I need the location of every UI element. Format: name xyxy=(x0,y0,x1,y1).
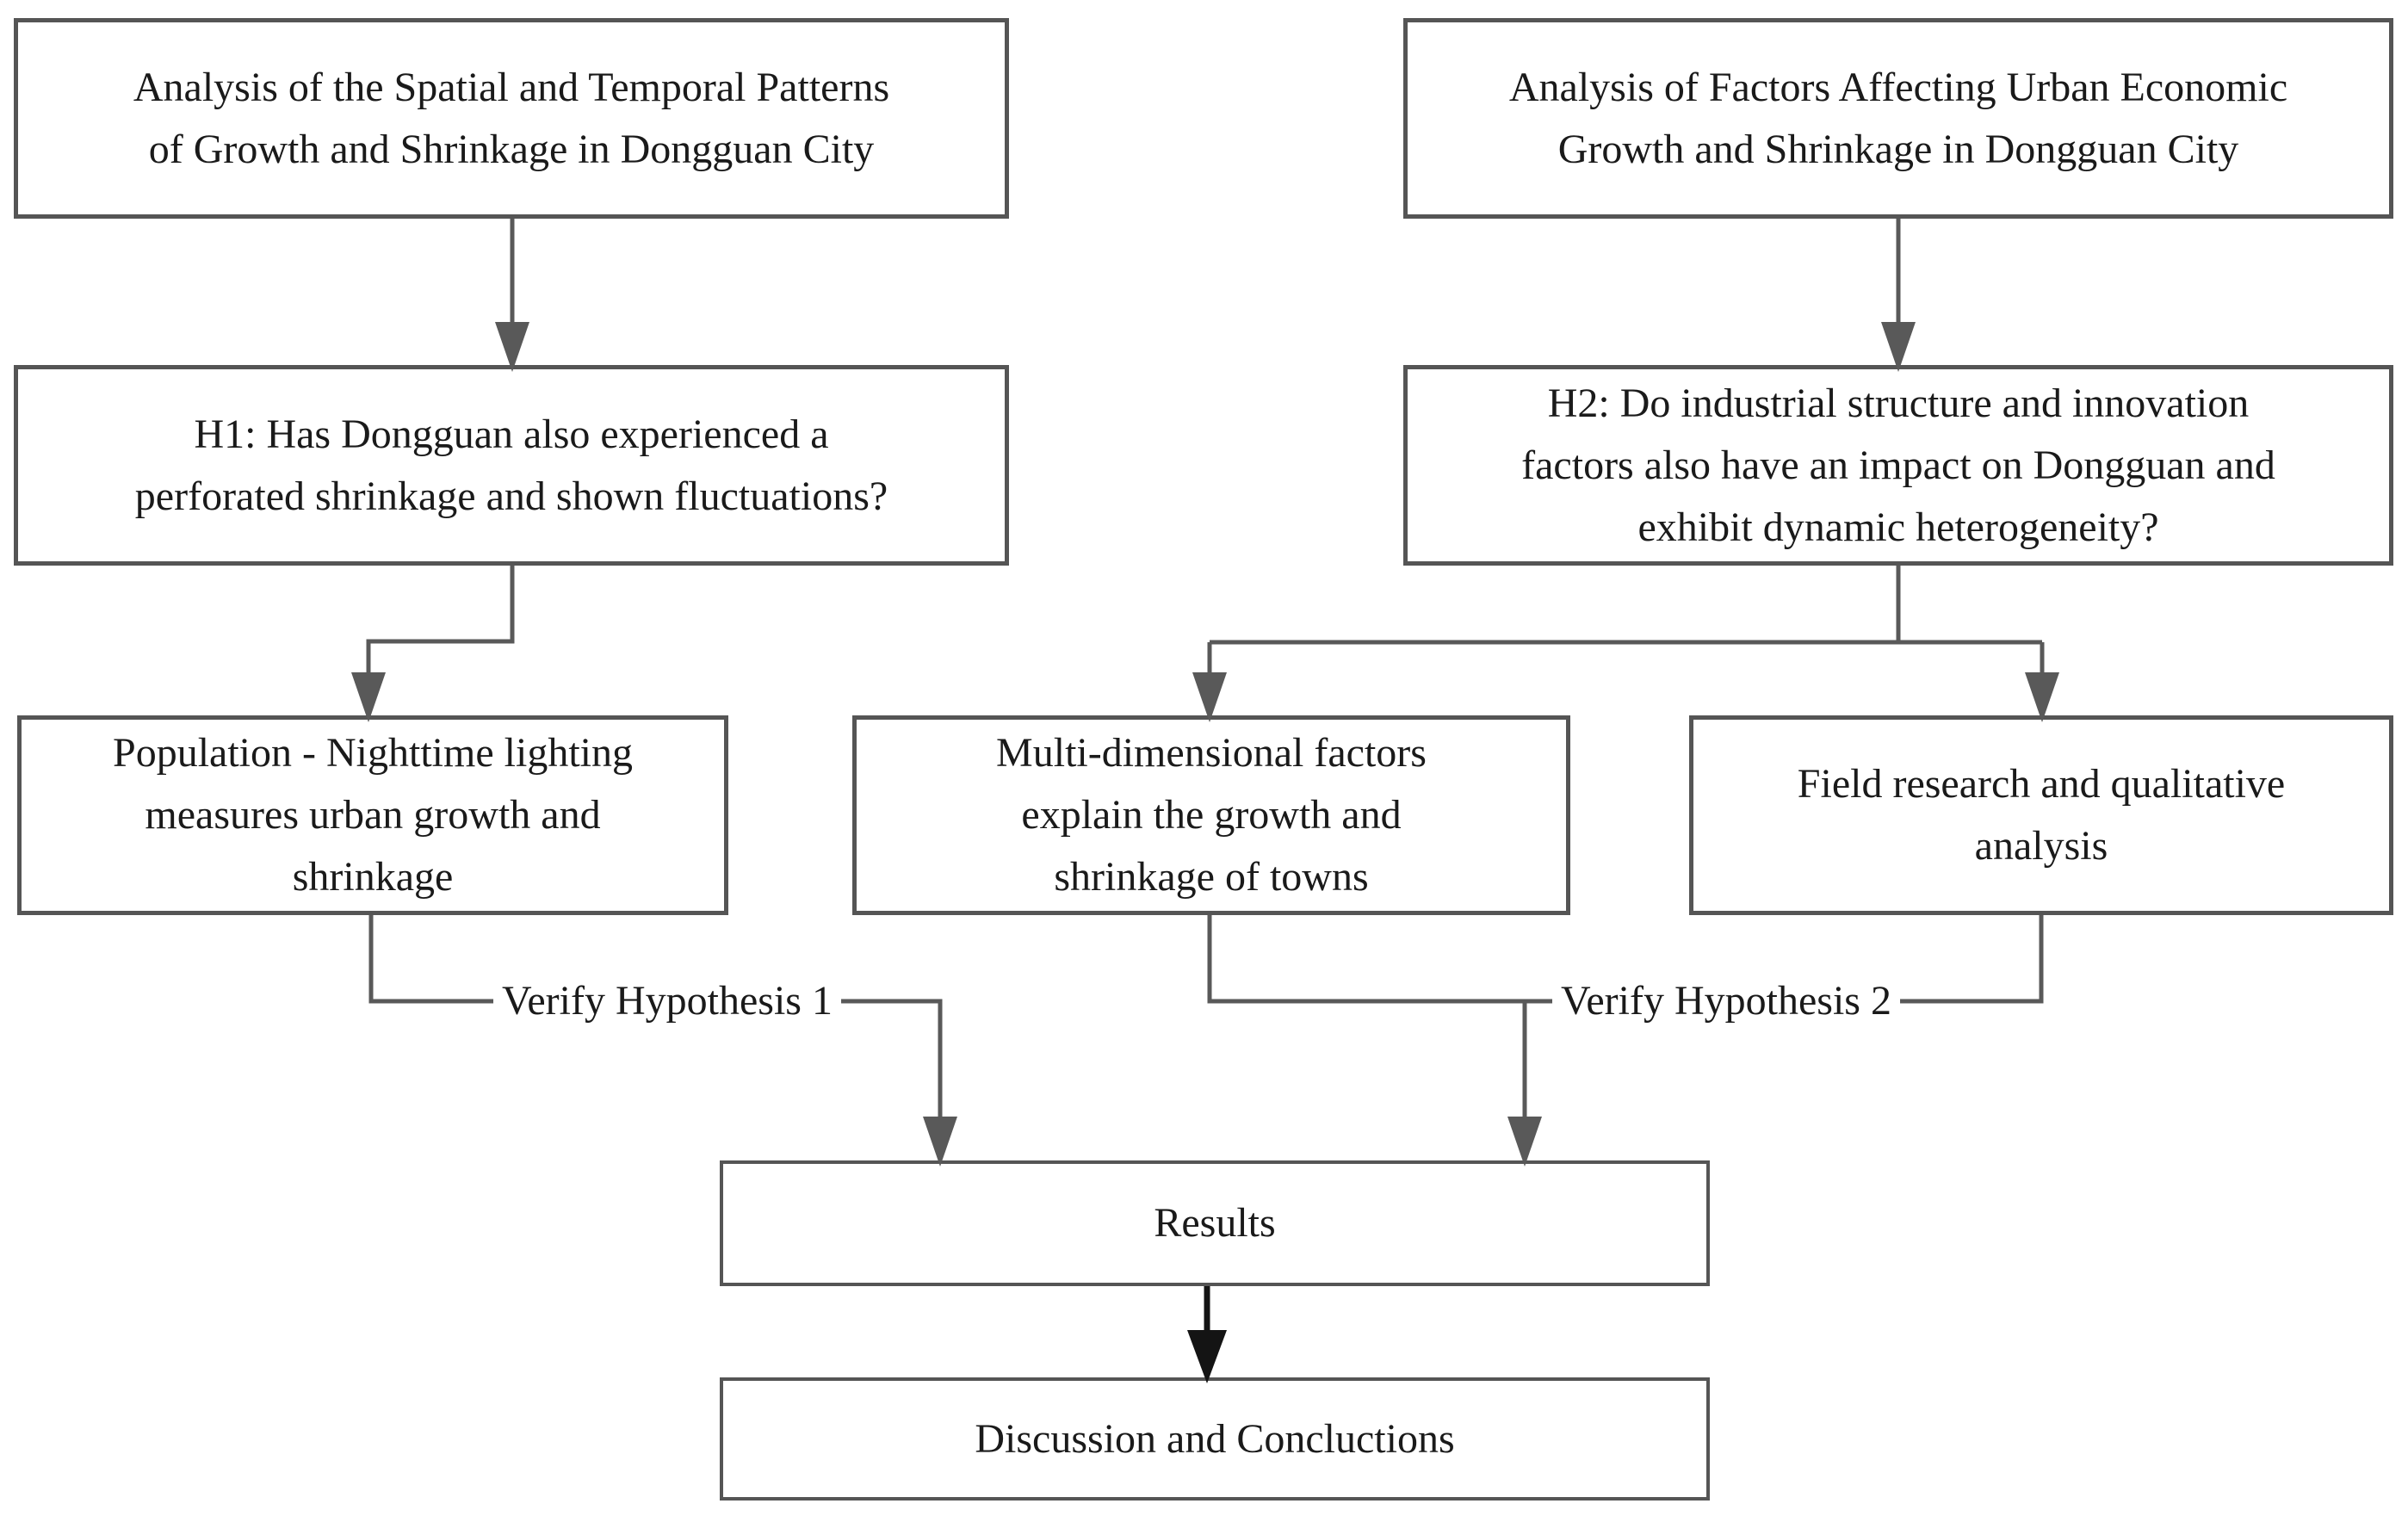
arrowhead-population-to-results xyxy=(923,1117,957,1166)
node-hypothesis-2: H2: Do industrial structure and innovati… xyxy=(1403,365,2393,566)
arrowhead-verify2-to-results xyxy=(1507,1117,1542,1166)
node-population-nighttime-lighting-label: Population - Nighttime lighting measures… xyxy=(113,730,633,900)
node-discussion-conclusions: Discussion and Concluctions xyxy=(720,1377,1710,1501)
node-hypothesis-1: H1: Has Dongguan also experienced a perf… xyxy=(14,365,1009,566)
node-hypothesis-2-label: H2: Do industrial structure and innovati… xyxy=(1521,380,2275,550)
node-field-research: Field research and qualitative analysis xyxy=(1689,715,2393,915)
edge-label-verify-hypothesis-2: Verify Hypothesis 2 xyxy=(1552,969,1900,1033)
edge-label-verify-hypothesis-1: Verify Hypothesis 1 xyxy=(493,969,841,1033)
node-hypothesis-1-label: H1: Has Dongguan also experienced a perf… xyxy=(134,411,888,519)
node-spatial-temporal-analysis: Analysis of the Spatial and Temporal Pat… xyxy=(14,18,1009,219)
node-multi-dimensional-factors-label: Multi-dimensional factors explain the gr… xyxy=(996,730,1427,900)
node-multi-dimensional-factors: Multi-dimensional factors explain the gr… xyxy=(852,715,1570,915)
edge-h1-to-population xyxy=(366,566,515,704)
node-discussion-conclusions-label: Discussion and Concluctions xyxy=(975,1415,1455,1462)
arrowhead-results-to-discussion xyxy=(1187,1330,1227,1383)
node-factors-analysis: Analysis of Factors Affecting Urban Econ… xyxy=(1403,18,2393,219)
node-population-nighttime-lighting: Population - Nighttime lighting measures… xyxy=(17,715,728,915)
node-field-research-label: Field research and qualitative analysis xyxy=(1797,761,2286,869)
node-factors-analysis-label: Analysis of Factors Affecting Urban Econ… xyxy=(1508,64,2288,172)
node-results: Results xyxy=(720,1160,1710,1286)
node-results-label: Results xyxy=(1154,1200,1276,1246)
node-spatial-temporal-analysis-label: Analysis of the Spatial and Temporal Pat… xyxy=(133,64,890,172)
